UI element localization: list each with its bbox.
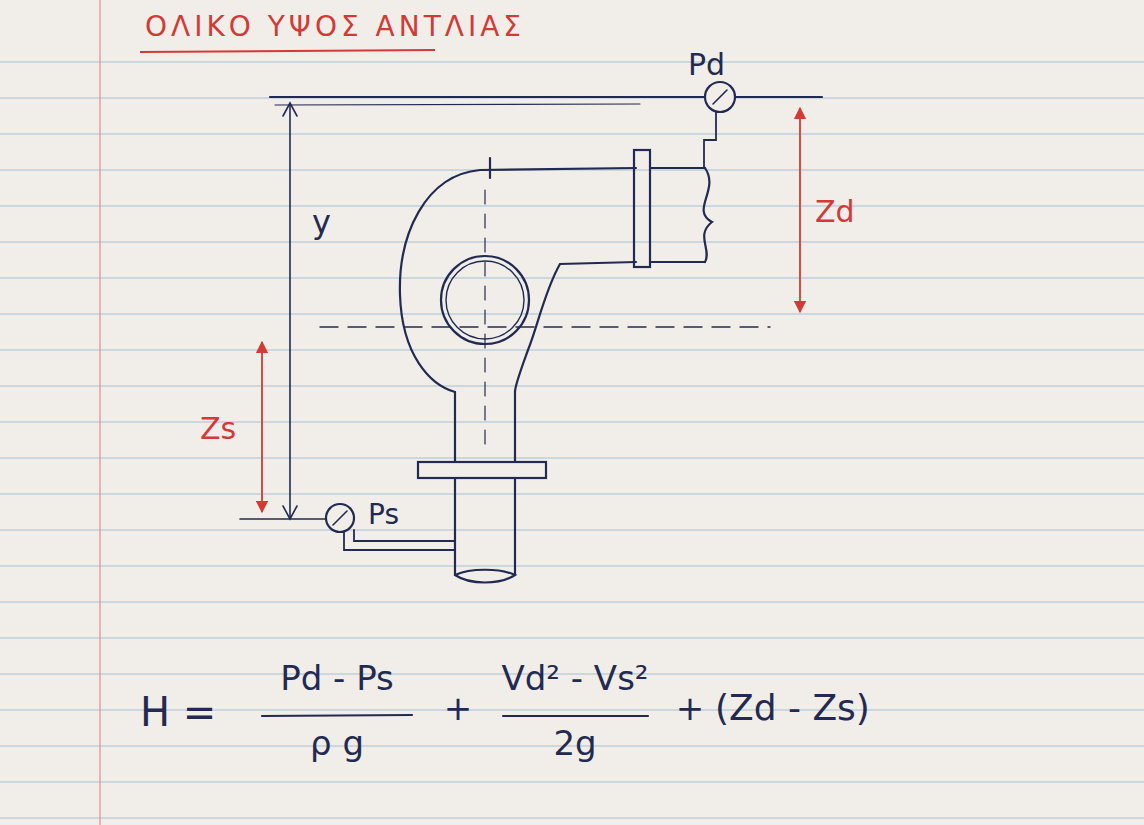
- notebook-line: [0, 601, 1144, 602]
- arrow-head: [283, 506, 297, 519]
- gauge-needle: [333, 511, 347, 525]
- reference-line: [240, 518, 325, 520]
- suction-pipe: [454, 392, 456, 462]
- suction-pipe: [514, 392, 516, 462]
- discharge-pipe: [650, 261, 705, 263]
- formula-numerator: Pd - Ps: [280, 660, 394, 697]
- dimension-label: Zs: [200, 412, 236, 445]
- reference-line: [275, 104, 640, 105]
- notebook-line: [0, 565, 1144, 566]
- page-title: ΟΛΙΚΟ ΥΨΟΣ ΑΝΤΛΙΑΣ: [145, 12, 525, 43]
- dimension-label: y: [312, 205, 331, 240]
- notebook-line: [0, 133, 1144, 134]
- discharge-flange: [634, 150, 650, 267]
- formula-term: (Zd - Zs): [715, 688, 870, 728]
- casing-mark: [489, 158, 491, 178]
- volute-casing: [400, 168, 636, 392]
- notebook-line: [0, 97, 1144, 98]
- notebook-line: [0, 493, 1144, 494]
- fraction-bar: [262, 715, 412, 716]
- arrow-head: [283, 103, 297, 116]
- notebook-line: [0, 529, 1144, 530]
- notebook-line: [0, 241, 1144, 242]
- pipe-end: [455, 570, 515, 583]
- notebook-line: [0, 457, 1144, 458]
- pump-drawing: [240, 82, 822, 716]
- pressure-symbol: Ps: [368, 500, 399, 531]
- pressure-symbol: Pd: [688, 48, 725, 81]
- notebook-line: [0, 349, 1144, 350]
- notebook-line: [0, 817, 1144, 818]
- dimension-line: [261, 342, 263, 512]
- pipe-break: [704, 168, 712, 262]
- dimension-line: [799, 108, 801, 312]
- formula-operator: +: [444, 690, 473, 727]
- formula-denominator: ρ g: [310, 725, 364, 762]
- discharge-pipe: [650, 167, 705, 169]
- margin-line: [99, 0, 101, 825]
- dimension-label: Zd: [815, 195, 855, 228]
- notebook-line: [0, 61, 1144, 62]
- notebook-line: [0, 205, 1144, 206]
- gauge-stem: [354, 530, 455, 541]
- suction-pipe: [514, 478, 516, 575]
- gauge-needle: [713, 90, 727, 104]
- center-line: [320, 326, 770, 327]
- pressure-gauge: [705, 82, 735, 112]
- suction-pipe: [454, 478, 456, 575]
- reference-line: [270, 96, 822, 98]
- notebook-line: [0, 313, 1144, 314]
- notebook-line: [0, 277, 1144, 278]
- formula-denominator: 2g: [553, 725, 596, 762]
- pressure-gauge: [326, 504, 354, 532]
- title-underline: [140, 50, 435, 52]
- fraction-bar: [503, 715, 648, 717]
- dimension-line: [289, 104, 291, 517]
- red-dimensions: [262, 108, 800, 512]
- notebook-line: [0, 421, 1144, 422]
- suction-flange: [418, 462, 546, 478]
- gauge-stem: [704, 112, 716, 168]
- notebook-line: [0, 637, 1144, 638]
- formula-operator: +: [676, 690, 705, 727]
- notebook-line: [0, 781, 1144, 782]
- notebook-line: [0, 385, 1144, 386]
- formula-term: H =: [140, 690, 216, 734]
- formula-numerator: Vd² - Vs²: [502, 660, 649, 697]
- center-line: [484, 190, 485, 450]
- notebook-lines: [0, 62, 1144, 818]
